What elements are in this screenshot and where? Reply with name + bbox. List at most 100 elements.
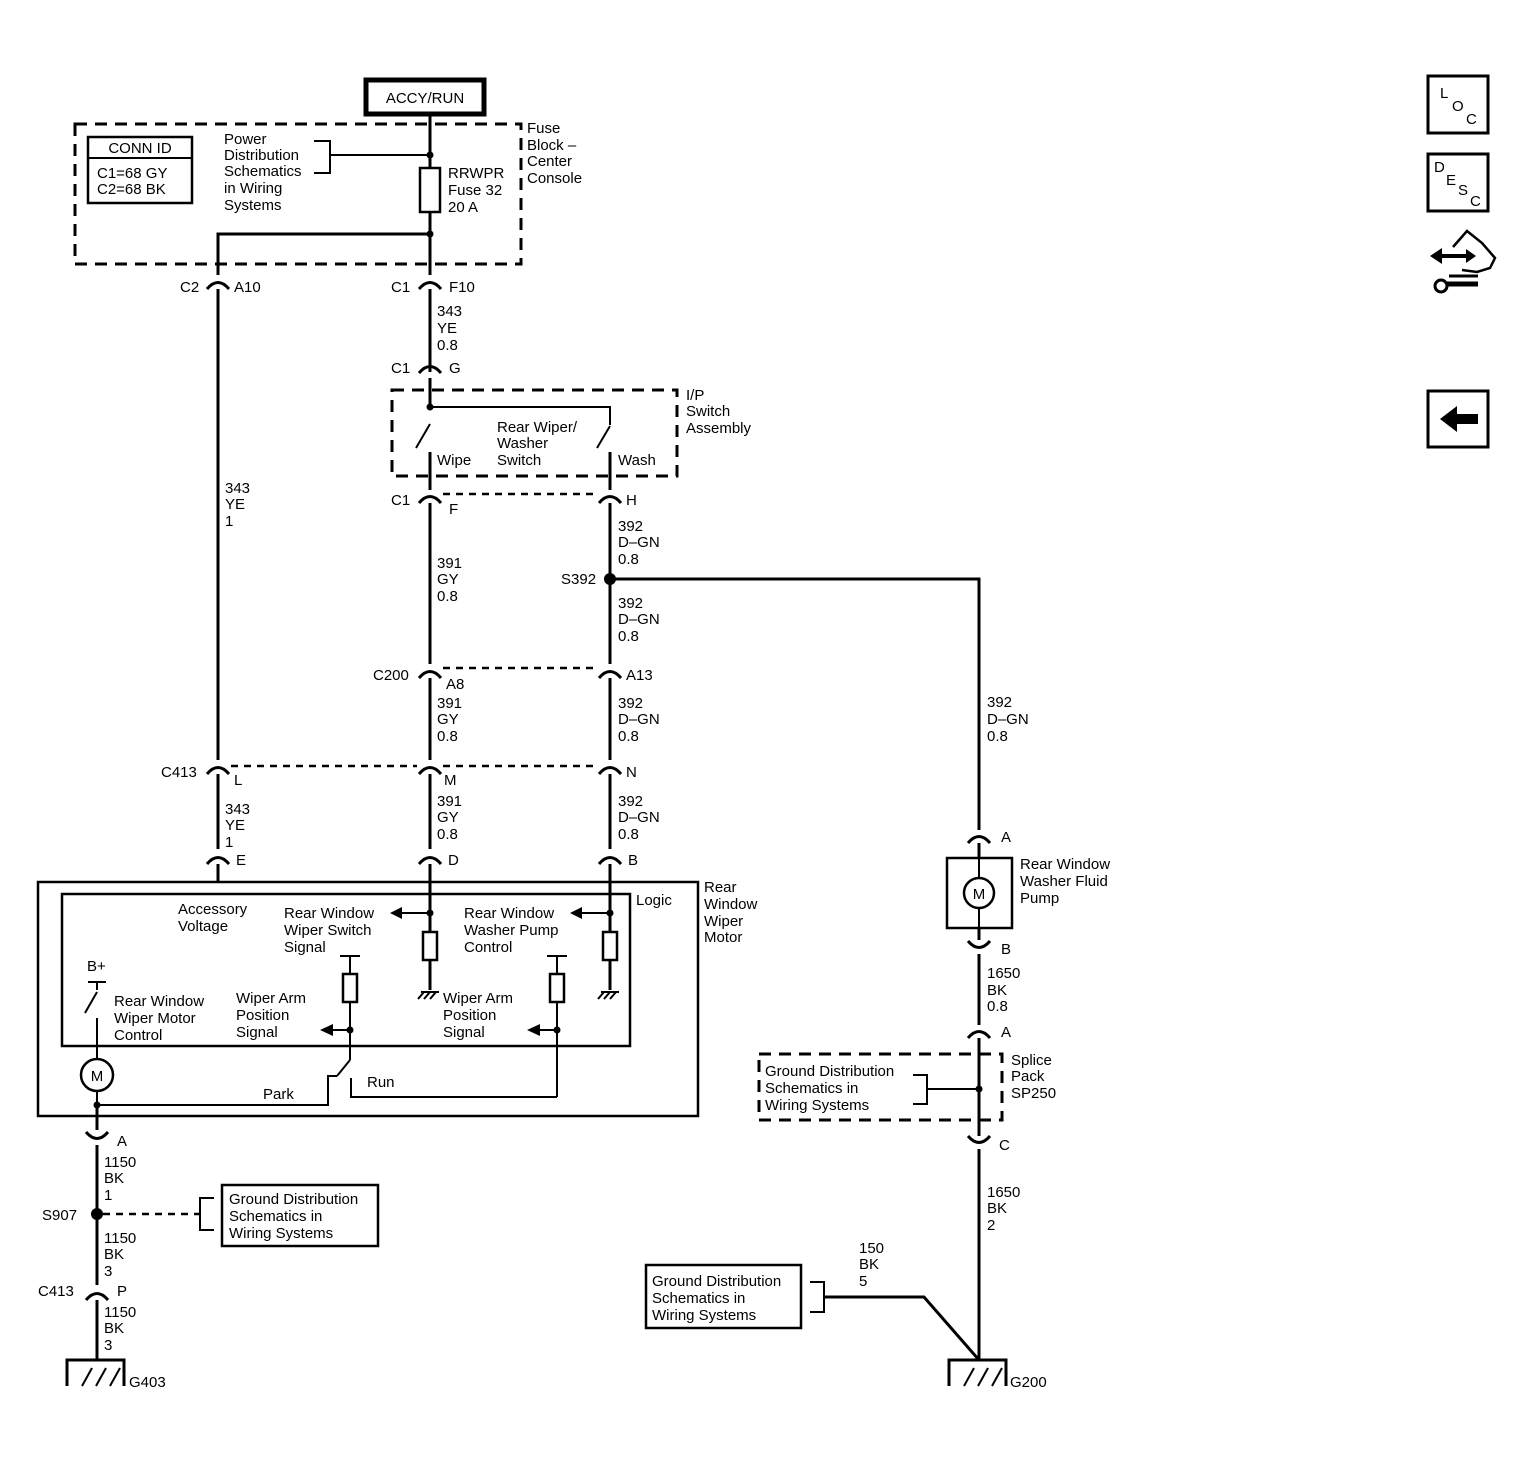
svg-text:A: A <box>1001 829 1011 846</box>
svg-text:BK: BK <box>104 1170 124 1187</box>
connector-pump-a: A <box>966 829 1011 846</box>
svg-text:Wiper Arm: Wiper Arm <box>236 990 306 1007</box>
svg-text:G: G <box>449 360 461 377</box>
conn-id-row: C1=68 GY <box>97 165 167 182</box>
svg-text:C200: C200 <box>373 667 409 684</box>
wiper-switch-signal-circuit: Rear Window Wiper Switch Signal <box>284 905 439 1000</box>
svg-text:S392: S392 <box>561 571 596 588</box>
svg-text:0.8: 0.8 <box>618 628 639 645</box>
svg-text:Signal: Signal <box>284 939 326 956</box>
svg-text:0.8: 0.8 <box>437 826 458 843</box>
logic-label: Logic <box>636 892 672 909</box>
fuse-32: RRWPR Fuse 32 20 A <box>418 165 505 216</box>
svg-text:GY: GY <box>437 809 459 826</box>
svg-text:SP250: SP250 <box>1011 1085 1056 1102</box>
svg-text:Washer Fluid: Washer Fluid <box>1020 873 1108 890</box>
svg-text:Rear Window: Rear Window <box>284 905 374 922</box>
svg-text:A: A <box>117 1133 127 1150</box>
svg-text:Rear Window: Rear Window <box>114 993 204 1010</box>
ground-distribution-ref-right[interactable]: Ground Distribution Schematics in Wiring… <box>644 1263 981 1361</box>
power-source-box: ACCY/RUN <box>363 77 487 117</box>
wiper-arm-position-signal-1: Wiper Arm Position Signal <box>236 955 360 1060</box>
svg-text:BK: BK <box>987 982 1007 999</box>
wire-label: 392 D–GN 0.8 <box>618 595 660 645</box>
svg-text:I/P: I/P <box>686 387 704 404</box>
svg-text:Rear Window: Rear Window <box>1020 856 1110 873</box>
fuse-block-outline <box>73 122 523 266</box>
svg-text:Switch: Switch <box>686 403 730 420</box>
svg-text:Distribution: Distribution <box>224 147 299 164</box>
run-label: Run <box>367 1074 395 1091</box>
svg-text:Console: Console <box>527 170 582 187</box>
svg-text:YE: YE <box>225 817 245 834</box>
svg-text:M: M <box>973 886 986 903</box>
b-plus-label: B+ <box>87 958 106 975</box>
svg-text:1150: 1150 <box>104 1230 136 1247</box>
svg-text:Schematics in: Schematics in <box>765 1080 858 1097</box>
svg-text:Fuse: Fuse <box>527 120 560 137</box>
svg-text:N: N <box>626 764 637 781</box>
svg-text:E: E <box>236 852 246 869</box>
svg-text:Assembly: Assembly <box>686 420 752 437</box>
ground-distribution-ref-splice[interactable]: Ground Distribution Schematics in Wiring… <box>765 1063 979 1114</box>
ground-distribution-ref-left[interactable]: Ground Distribution Schematics in Wiring… <box>199 1183 380 1248</box>
svg-text:2: 2 <box>987 1217 995 1234</box>
connector-tools-icon[interactable] <box>1430 229 1497 294</box>
svg-text:Ground Distribution: Ground Distribution <box>765 1063 894 1080</box>
svg-text:Switch: Switch <box>497 452 541 469</box>
svg-text:A: A <box>1001 1024 1011 1041</box>
svg-text:C: C <box>1470 193 1481 210</box>
svg-text:Systems: Systems <box>224 197 282 214</box>
svg-text:5: 5 <box>859 1273 867 1290</box>
connector-n: N <box>597 764 637 781</box>
svg-text:F: F <box>449 501 458 518</box>
svg-text:BK: BK <box>987 1200 1007 1217</box>
svg-text:1: 1 <box>104 1187 112 1204</box>
svg-text:B: B <box>1001 941 1011 958</box>
wiper-motor-control: B+ Rear Window Wiper Motor Control <box>84 958 204 1060</box>
connector-c2-a10: C2 A10 <box>180 279 261 296</box>
svg-text:Ground Distribution: Ground Distribution <box>229 1191 358 1208</box>
svg-text:O: O <box>1452 98 1464 115</box>
connector-motor-a: A <box>84 1130 127 1150</box>
svg-text:L: L <box>234 772 242 789</box>
connector-e: E <box>205 852 246 869</box>
svg-text:Wiring Systems: Wiring Systems <box>229 1225 333 1242</box>
wire-label: 1150 BK 1 <box>104 1154 136 1204</box>
svg-text:Position: Position <box>443 1007 496 1024</box>
wire-label: 1150 BK 3 <box>104 1230 136 1280</box>
svg-text:Position: Position <box>236 1007 289 1024</box>
svg-text:A8: A8 <box>446 676 464 693</box>
svg-text:M: M <box>444 772 457 789</box>
svg-text:392: 392 <box>618 518 643 535</box>
back-arrow-button[interactable] <box>1426 389 1490 449</box>
conn-id-title: CONN ID <box>108 140 172 157</box>
svg-text:1650: 1650 <box>987 1184 1020 1201</box>
svg-text:BK: BK <box>104 1246 124 1263</box>
svg-text:A13: A13 <box>626 667 653 684</box>
wire-label: 392 D–GN 0.8 <box>618 793 660 843</box>
wiper-arm-position-signal-2: Wiper Arm Position Signal <box>443 955 567 1097</box>
svg-text:Washer: Washer <box>497 435 548 452</box>
conn-id-table: CONN ID C1=68 GY C2=68 BK <box>86 135 194 205</box>
loc-button[interactable]: L O C <box>1426 74 1490 135</box>
switch-assembly-label: I/P Switch Assembly <box>686 387 752 437</box>
splice-s392: S392 <box>561 571 616 588</box>
svg-text:Rear Window: Rear Window <box>464 905 554 922</box>
svg-text:Signal: Signal <box>443 1024 485 1041</box>
svg-text:YE: YE <box>225 496 245 513</box>
svg-text:391: 391 <box>437 793 462 810</box>
wire-label: 392 D–GN 0.8 <box>618 518 660 568</box>
desc-button[interactable]: D E S C <box>1426 152 1490 213</box>
svg-text:391: 391 <box>437 695 462 712</box>
splice-pack-outline <box>757 1052 1004 1122</box>
connector-splice-c: C <box>966 1134 1010 1154</box>
svg-text:0.8: 0.8 <box>987 998 1008 1015</box>
svg-text:0.8: 0.8 <box>618 551 639 568</box>
power-source-label: ACCY/RUN <box>386 90 464 107</box>
svg-text:Window: Window <box>704 896 758 913</box>
svg-text:P: P <box>117 1283 127 1300</box>
power-distribution-ref[interactable]: Power Distribution Schematics in Wiring … <box>224 131 430 214</box>
ground-g403: G403 <box>65 1358 166 1391</box>
